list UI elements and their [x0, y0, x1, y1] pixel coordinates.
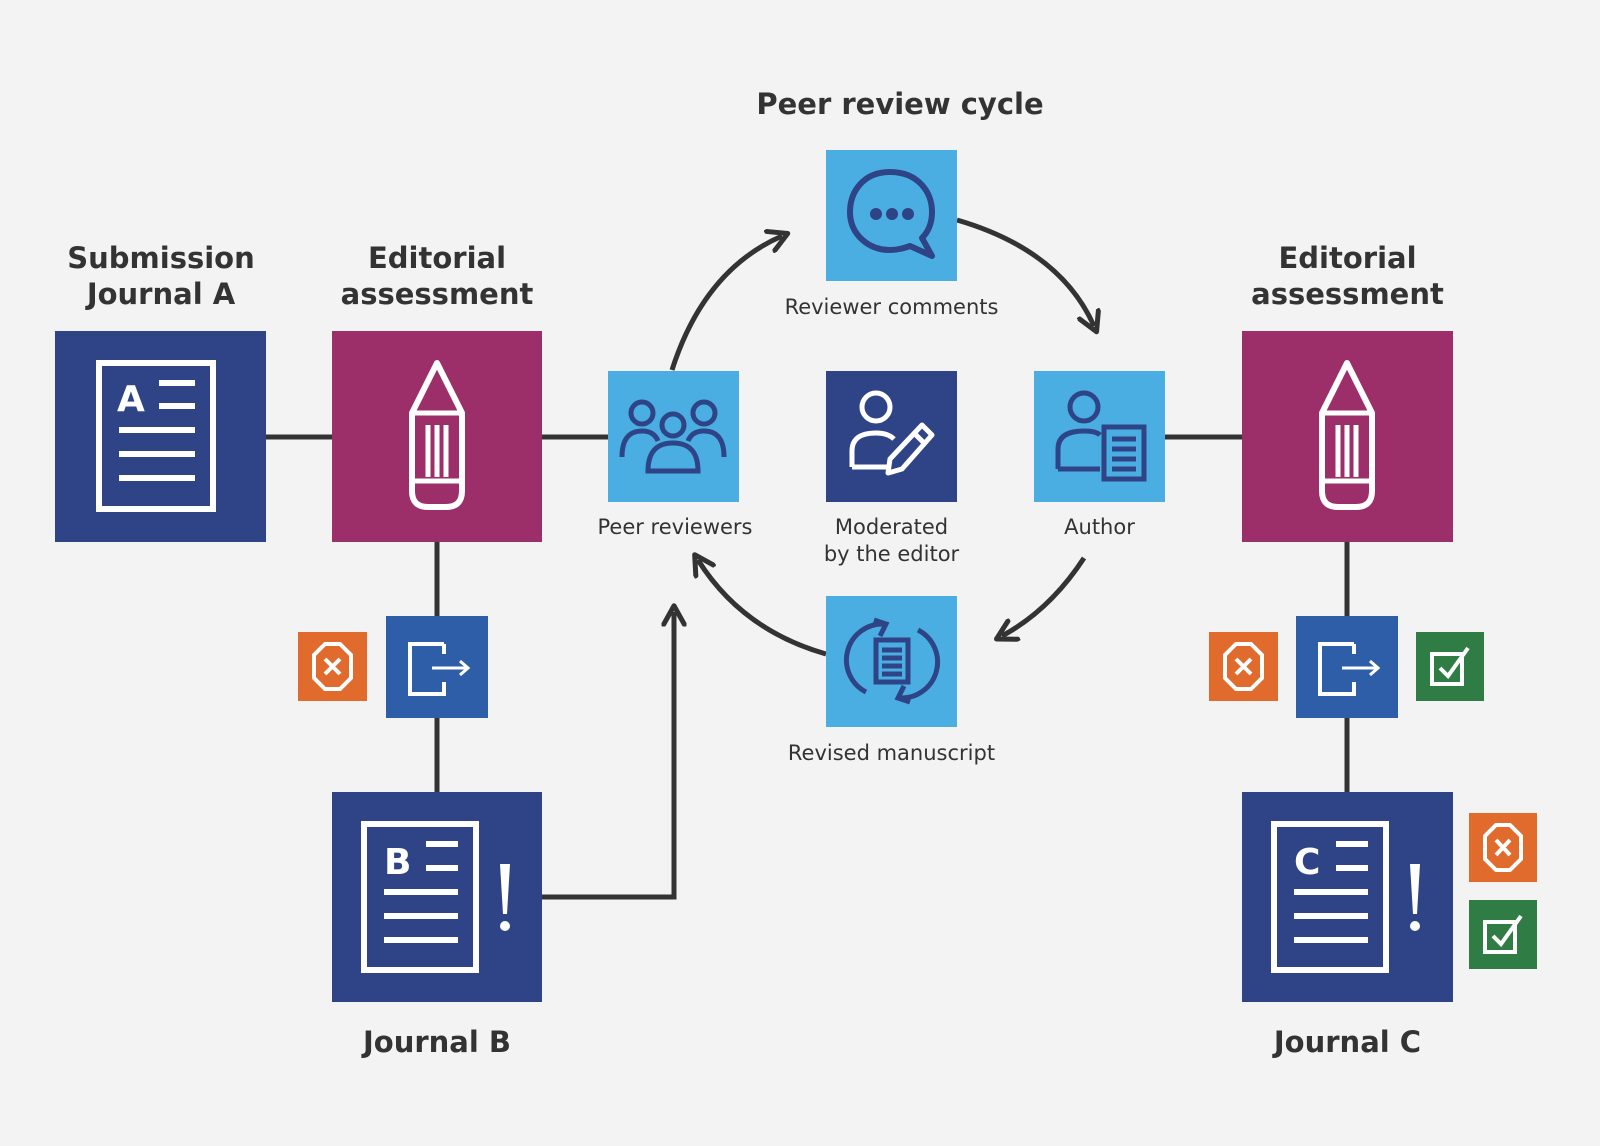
accept-check-icon: [1483, 914, 1523, 954]
journal-c-label: Journal C: [1273, 1025, 1422, 1059]
document-icon: A: [96, 360, 216, 512]
peer-reviewers-box: [608, 371, 739, 502]
arrow-peer-to-comments: [669, 236, 782, 371]
moderated-label: Moderated by the editor: [790, 514, 993, 568]
pencil-icon: [1319, 360, 1375, 510]
revised-manuscript-box: [826, 596, 957, 727]
exit-arrow-icon: [408, 642, 471, 696]
editorial-right-line2: assessment: [1251, 277, 1444, 311]
arrow-journal-b-to-peer: [542, 612, 674, 900]
reject-icon: [1483, 823, 1523, 872]
speech-bubble-icon: [847, 169, 935, 259]
moderated-line2: by the editor: [823, 542, 960, 566]
exit-arrow-icon: [1318, 642, 1381, 696]
journal-b-box: B: [332, 792, 542, 1002]
reject-icon: [312, 642, 353, 691]
moderated-box: [826, 371, 957, 502]
pencil-icon: [409, 360, 465, 510]
transfer-right: [1296, 616, 1398, 718]
editorial-assessment-right-box: [1242, 331, 1453, 542]
journal-c-box: C: [1242, 792, 1453, 1002]
journal-a-box: A: [55, 331, 266, 542]
editorial-assessment-right-label: Editorial assessment: [1242, 240, 1453, 312]
people-group-icon: [619, 399, 727, 474]
reject-right: [1209, 632, 1278, 701]
editorial-left-line2: assessment: [340, 277, 534, 311]
accept-check-icon: [1430, 646, 1470, 686]
arrow-revised-to-peer: [698, 560, 827, 657]
submission-label-line2: Journal A: [86, 277, 236, 311]
user-document-icon: [1055, 390, 1147, 482]
moderated-line1: Moderated: [834, 515, 949, 539]
author-box: [1034, 371, 1165, 502]
page-title: Peer review cycle: [756, 87, 1044, 121]
reviewer-comments-label: Reviewer comments: [784, 295, 999, 319]
document-warning-icon: C: [1271, 821, 1420, 973]
editorial-left-line1: Editorial: [367, 241, 507, 275]
peer-reviewers-label: Peer reviewers: [597, 515, 753, 539]
editorial-assessment-left-box: [332, 331, 542, 542]
reject-icon: [1223, 642, 1264, 691]
document-warning-icon: B: [361, 821, 510, 973]
journal-c-letter: C: [1294, 842, 1320, 883]
journal-b-label: Journal B: [362, 1025, 512, 1059]
arrow-comments-to-author: [956, 217, 1094, 326]
submission-journal-a-label: Submission Journal A: [55, 240, 267, 312]
accept-right: [1416, 632, 1484, 701]
reviewer-comments-box: [826, 150, 957, 281]
author-label: Author: [1064, 515, 1135, 539]
document-refresh-icon: [843, 617, 941, 705]
user-edit-icon: [849, 390, 935, 476]
reject-journal-c: [1469, 813, 1537, 882]
revised-manuscript-label: Revised manuscript: [787, 741, 996, 765]
reject-left: [298, 632, 367, 701]
transfer-left: [386, 616, 488, 718]
journal-a-letter: A: [117, 379, 145, 420]
editorial-assessment-left-label: Editorial assessment: [332, 240, 542, 312]
editorial-right-line1: Editorial: [1278, 241, 1417, 275]
accept-journal-c: [1469, 900, 1537, 969]
journal-b-letter: B: [384, 842, 411, 883]
arrow-author-to-revised: [1002, 556, 1087, 636]
submission-label-line1: Submission: [67, 241, 255, 275]
